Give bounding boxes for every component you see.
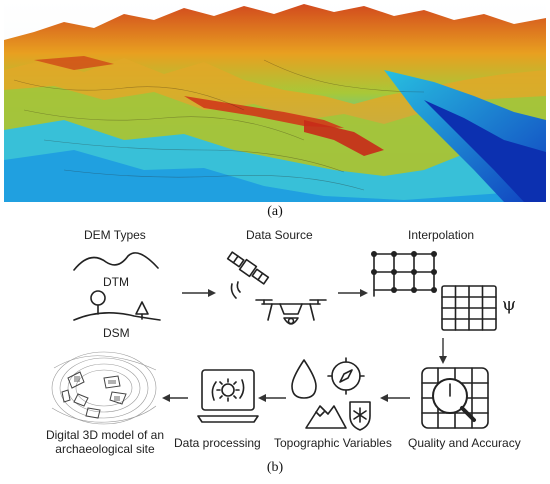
data-source-title: Data Source xyxy=(246,228,313,242)
arrow-to-interpolation xyxy=(338,289,368,297)
raster-grid-icon xyxy=(441,285,497,331)
processing-title: Data processing xyxy=(174,436,261,450)
arrow-to-3d-model xyxy=(162,394,188,402)
terrain-render xyxy=(4,0,546,202)
data-processing-icon xyxy=(197,369,259,423)
quality-title: Quality and Accuracy xyxy=(408,436,521,450)
arrow-to-data-source xyxy=(182,289,216,297)
panel-b-caption: (b) xyxy=(266,460,284,475)
point-grid-icon xyxy=(371,251,437,297)
model-title-line1: Digital 3D model of an xyxy=(45,428,165,442)
arrow-to-quality xyxy=(439,338,447,364)
dsm-label: DSM xyxy=(103,326,130,340)
arrow-to-processing xyxy=(258,394,286,402)
panel-a-caption: (a) xyxy=(267,204,283,219)
dtm-label: DTM xyxy=(103,275,129,289)
dem-types-title: DEM Types xyxy=(84,228,146,242)
terrain-dem-image xyxy=(4,0,546,202)
topographic-variables-icon xyxy=(291,357,371,431)
interpolation-title: Interpolation xyxy=(408,228,475,242)
dem-types-icon xyxy=(73,252,161,321)
model-title-line2: archaeological site xyxy=(55,442,155,456)
quality-accuracy-icon xyxy=(421,367,489,429)
arrow-to-topographic xyxy=(380,394,410,402)
satellite-drone-icon xyxy=(226,251,327,325)
archaeological-3d-model-image xyxy=(51,351,157,425)
psi-symbol: ψ xyxy=(502,294,517,315)
topographic-title: Topographic Variables xyxy=(274,436,392,450)
